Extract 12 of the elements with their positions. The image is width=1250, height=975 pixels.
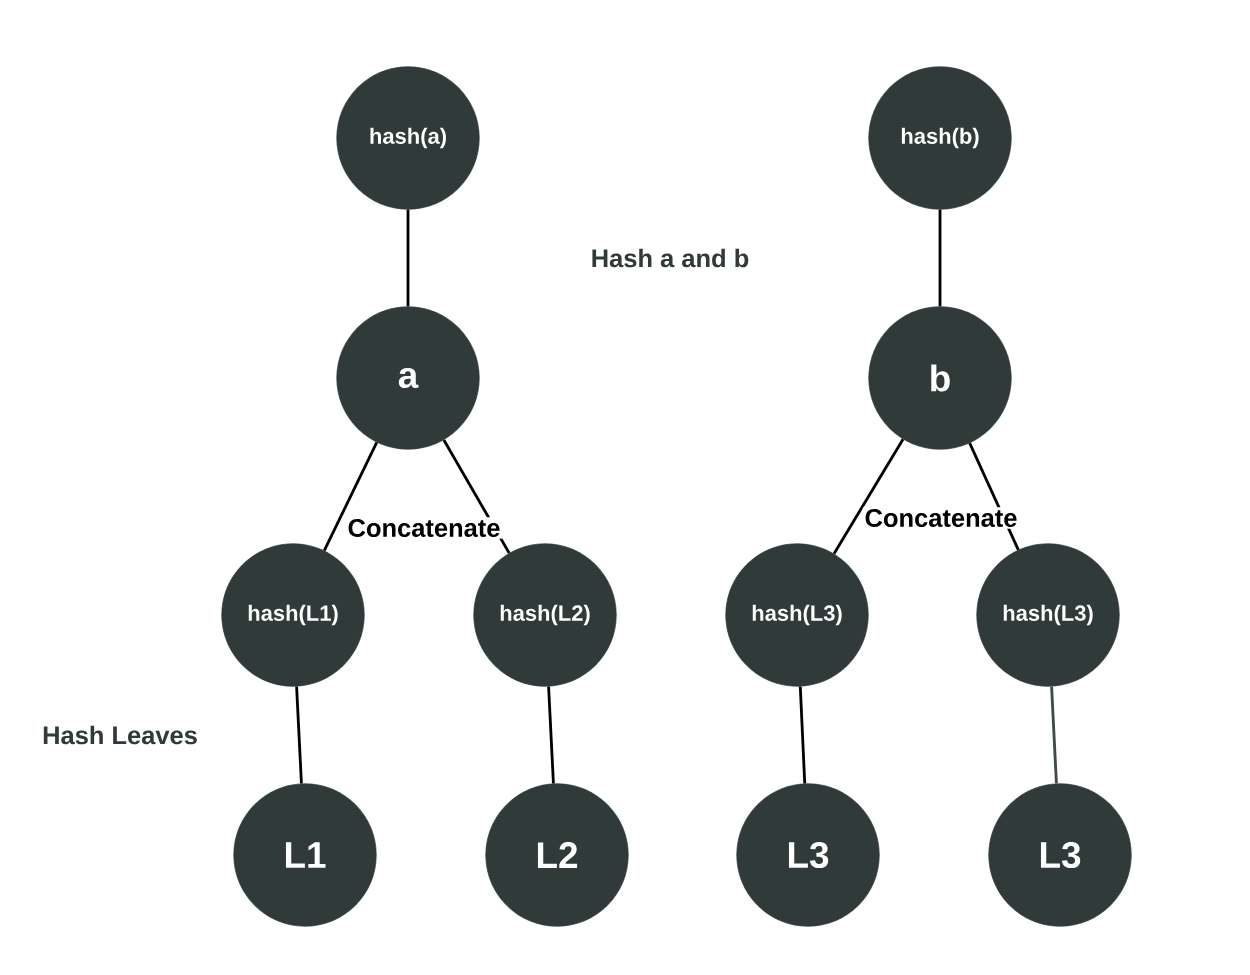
connector-line: [406, 209, 410, 307]
annotation-text: Concatenate: [345, 517, 503, 539]
connector-line: [1050, 686, 1058, 784]
connector-line: [323, 441, 378, 552]
connector-line: [798, 686, 807, 784]
connector-line: [547, 686, 555, 784]
annotation-text: Hash Leaves: [40, 723, 200, 747]
connector-line: [938, 209, 942, 307]
connector-line: [832, 438, 905, 555]
annotation-text: Concatenate: [862, 507, 1020, 529]
connector-line: [295, 686, 303, 784]
annotation-text: Hash a and b: [588, 246, 752, 270]
